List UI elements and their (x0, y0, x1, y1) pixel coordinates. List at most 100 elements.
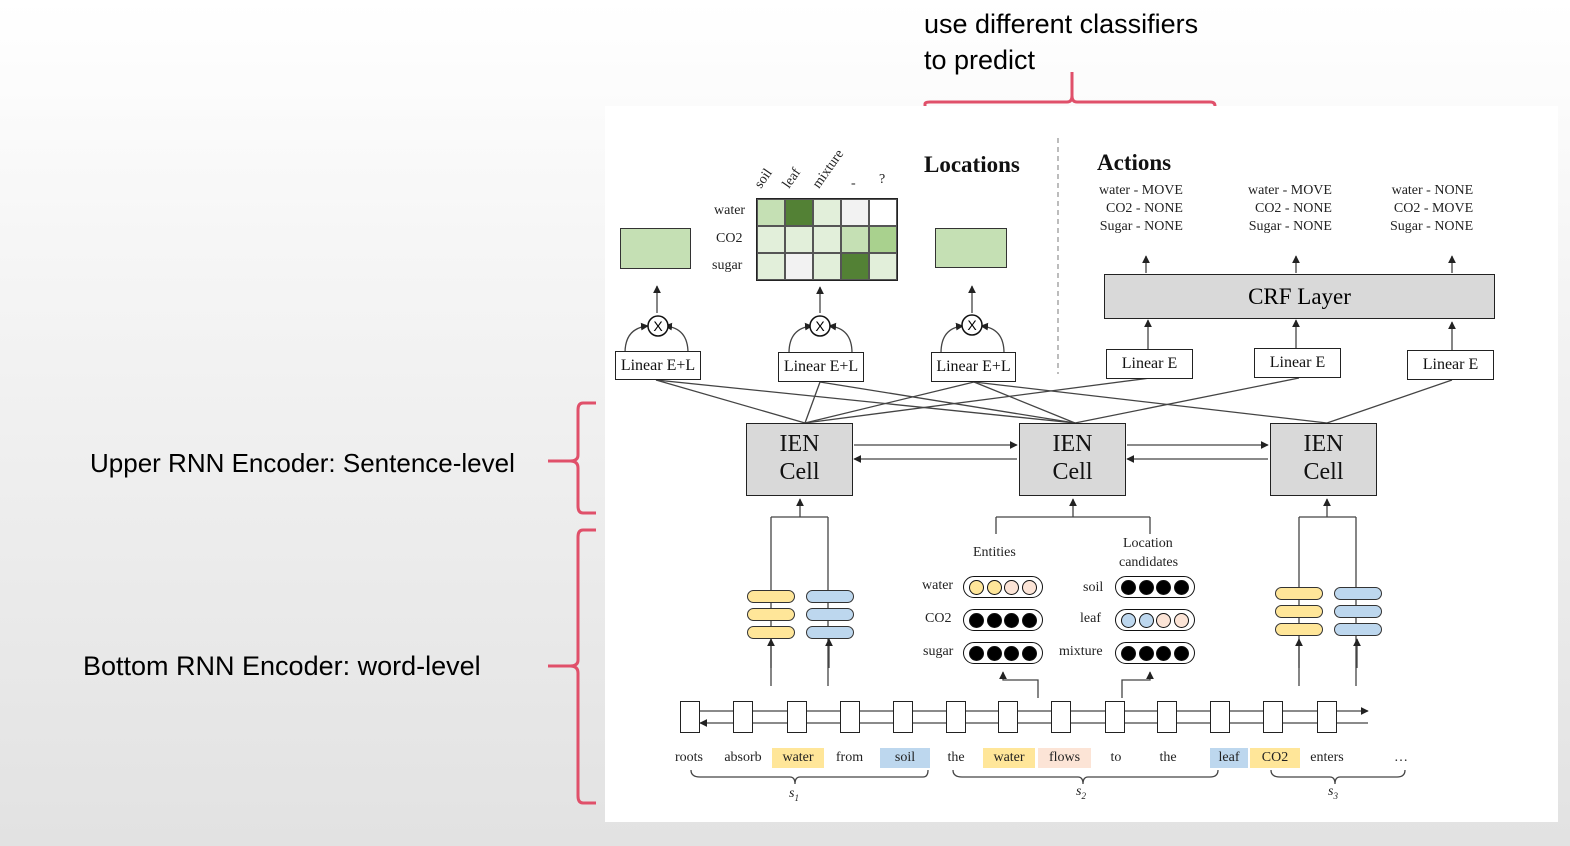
upper-encoder-label: Upper RNN Encoder: Sentence-level (90, 448, 515, 478)
top-note-line1: use different classifiers (924, 9, 1199, 39)
top-note-line2: to predict (924, 45, 1036, 75)
matrix-col-label: ? (879, 172, 886, 187)
hidden-state-yellow (1275, 623, 1323, 636)
sentence-index: 3 (1333, 790, 1338, 801)
input-word: from (835, 750, 864, 765)
input-word: enters (1310, 750, 1344, 765)
entity-label: water (922, 578, 954, 593)
token-lstm-box (1210, 701, 1230, 733)
ien-cell-2: IEN Cell (1019, 423, 1126, 496)
hidden-state-yellow (747, 626, 795, 639)
location-output-3 (935, 228, 1007, 268)
ien-line2: Cell (1303, 459, 1344, 485)
action-co2: CO2 - NONE (1105, 201, 1183, 216)
token-lstm-box (1317, 701, 1337, 733)
input-word: absorb (724, 750, 762, 765)
bottom-brace (548, 528, 596, 805)
sentence-label-1: s1 (789, 786, 799, 803)
hidden-state-blue (1334, 605, 1382, 618)
multiply-symbol: X (815, 318, 825, 334)
input-word: CO2 (1250, 748, 1300, 768)
location-label: mixture (1059, 644, 1103, 659)
sentence-index: 2 (1081, 790, 1086, 801)
bottom-encoder-label: Bottom RNN Encoder: word-level (83, 651, 481, 681)
matrix-cell (757, 253, 785, 280)
token-lstm-box (840, 701, 860, 733)
linear-el-box-2: Linear E+L (778, 352, 864, 382)
matrix-cell (785, 226, 813, 253)
multiply-symbol: X (653, 318, 663, 334)
location-label: soil (1083, 580, 1104, 595)
location-embedding-mixture (1115, 642, 1195, 664)
token-lstm-box (1051, 701, 1071, 733)
input-word: leaf (1210, 748, 1248, 768)
sentence-label-2: s2 (1076, 784, 1086, 801)
matrix-row-label: sugar (712, 258, 743, 273)
input-word: roots (675, 750, 703, 765)
action-sugar: Sugar - NONE (1248, 219, 1332, 234)
hidden-state-yellow (1275, 587, 1323, 600)
sentence-label-3: s3 (1328, 784, 1338, 801)
ien-line1: IEN (779, 431, 820, 457)
location-candidates-header-1: Location (1123, 536, 1173, 551)
matrix-cell (869, 199, 897, 226)
token-lstm-box (787, 701, 807, 733)
hidden-state-blue (806, 626, 854, 639)
input-word: the (1159, 750, 1177, 765)
sentence-symbol: s (789, 786, 795, 801)
connector-lines (624, 138, 1456, 785)
matrix-cell (841, 199, 869, 226)
linear-e-box-3: Linear E (1407, 350, 1494, 380)
matrix-cell (813, 226, 841, 253)
location-probability-matrix (756, 198, 898, 281)
location-embedding-leaf (1115, 609, 1195, 631)
locations-header: Locations (924, 152, 1020, 177)
matrix-col-label: - (851, 176, 856, 191)
location-label: leaf (1080, 611, 1101, 626)
matrix-cell (869, 253, 897, 280)
input-word: flows (1038, 748, 1091, 768)
action-water: water - MOVE (1099, 183, 1183, 198)
hidden-state-blue (1334, 623, 1382, 636)
actions-header: Actions (1097, 150, 1172, 175)
token-lstm-box (680, 701, 700, 733)
action-water: water - NONE (1391, 183, 1474, 198)
linear-e-box-1: Linear E (1106, 349, 1193, 379)
multiply-node-1: X (647, 315, 669, 337)
crf-layer: CRF Layer (1104, 274, 1495, 319)
matrix-cell (757, 199, 785, 226)
matrix-cell (757, 226, 785, 253)
linear-el-box-1: Linear E+L (615, 351, 701, 380)
token-lstm-box (998, 701, 1018, 733)
ien-line1: IEN (1303, 431, 1344, 457)
matrix-row-label: water (714, 203, 746, 218)
sentence-symbol: s (1328, 784, 1334, 799)
upper-brace (548, 401, 596, 515)
action-sugar: Sugar - NONE (1390, 219, 1474, 234)
entity-embedding-water (963, 576, 1043, 598)
token-lstm-box (1105, 701, 1125, 733)
entity-label: CO2 (925, 611, 952, 626)
input-word: water (983, 748, 1035, 768)
entity-embedding-co2 (963, 609, 1043, 631)
action-co2: CO2 - NONE (1254, 201, 1332, 216)
ien-cell-3: IEN Cell (1270, 423, 1377, 496)
hidden-state-yellow (747, 590, 795, 603)
ien-cell-1: IEN Cell (746, 423, 853, 496)
matrix-cell (841, 253, 869, 280)
location-output-1 (620, 228, 691, 269)
sentence-index: 1 (794, 792, 799, 803)
token-lstm-box (893, 701, 913, 733)
entity-embedding-sugar (963, 642, 1043, 664)
entities-header: Entities (973, 545, 1016, 560)
matrix-cell (813, 253, 841, 280)
ien-line1: IEN (1052, 431, 1093, 457)
hidden-state-yellow (1275, 605, 1323, 618)
entity-label: sugar (923, 644, 954, 659)
action-group-3: water - NONE CO2 - MOVE Sugar - NONE (1390, 182, 1473, 236)
token-lstm-box (1157, 701, 1177, 733)
location-embedding-soil (1115, 576, 1195, 598)
matrix-cell (813, 199, 841, 226)
architecture-figure: Locations Actions soil leaf mixture - ? … (605, 106, 1558, 822)
action-group-2: water - MOVE CO2 - NONE Sugar - NONE (1248, 182, 1332, 236)
